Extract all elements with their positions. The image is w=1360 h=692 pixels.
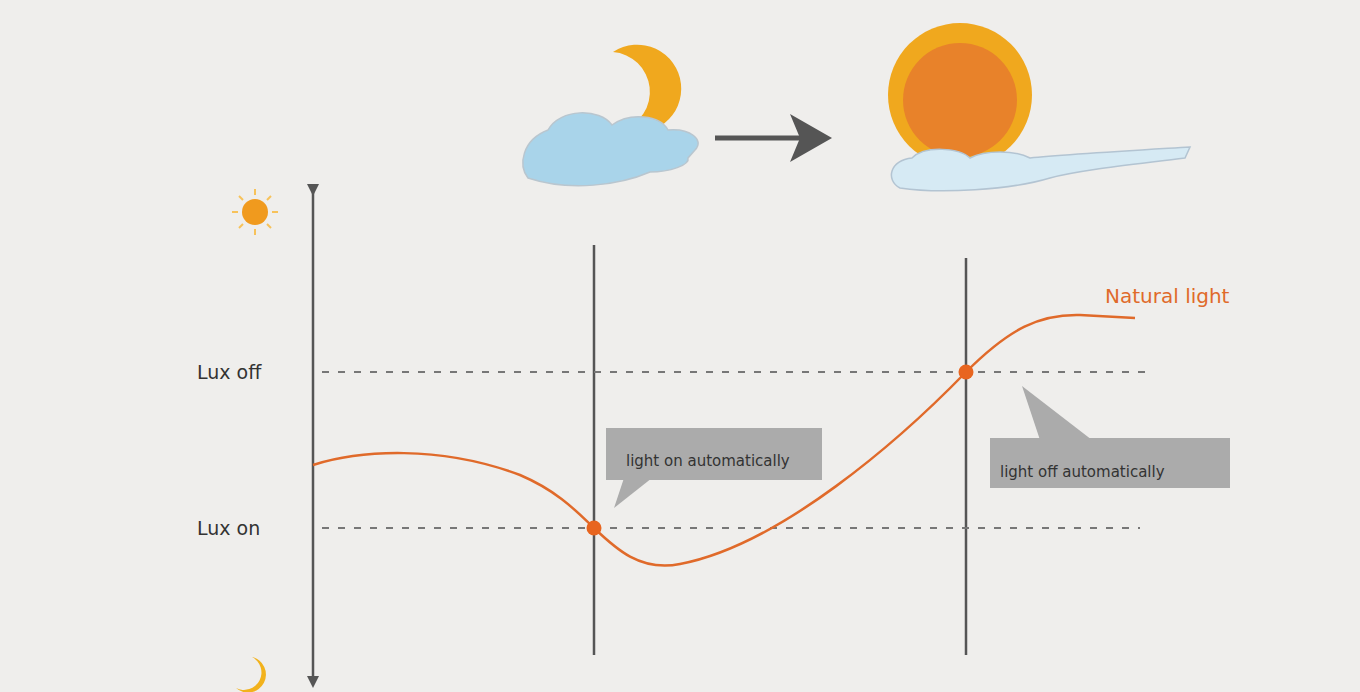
lux-off-threshold [322, 371, 1150, 373]
callout-tail [1022, 386, 1092, 440]
time-marker [965, 258, 968, 655]
sun-icon [232, 189, 278, 235]
callout-text: light off automatically [1000, 463, 1165, 481]
switch-point [959, 365, 974, 380]
time-marker [593, 245, 596, 655]
curve-label: Natural light [1105, 284, 1229, 308]
axis-label: Lux off [197, 360, 261, 384]
callout-tail [614, 478, 652, 508]
moon-icon [236, 657, 266, 692]
transition-arrow [715, 114, 832, 162]
callout-text: light on automatically [626, 452, 790, 470]
switch-point [587, 521, 602, 536]
axis-label: Lux on [197, 516, 260, 540]
lux-on-threshold [322, 527, 1140, 529]
callout-box: light on automatically [606, 428, 822, 480]
night-cloud-icon [523, 45, 698, 186]
brightness-axis [312, 190, 315, 682]
day-cloud-icon [888, 23, 1190, 191]
callout-box: light off automatically [990, 438, 1230, 488]
